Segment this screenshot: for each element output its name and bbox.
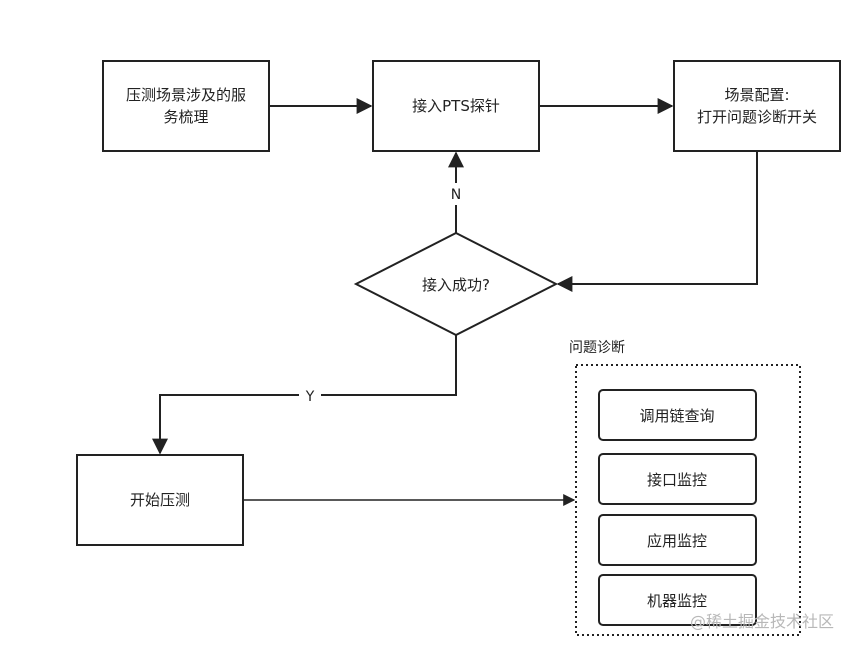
- node-decision-label: 接入成功?: [422, 276, 490, 294]
- diagnosis-item-machine-monitor-label: 机器监控: [647, 592, 707, 610]
- diagnosis-item-call-chain-label: 调用链查询: [639, 407, 714, 425]
- diagnosis-item-api-monitor: 接口监控: [598, 453, 757, 505]
- node-scene-config-line1: 场景配置:: [724, 86, 789, 104]
- node-scenario-review-line2: 务梳理: [163, 108, 208, 126]
- edge-config-to-decision: [556, 151, 758, 292]
- diagnosis-item-call-chain: 调用链查询: [598, 389, 757, 441]
- diagnosis-group: 问题诊断 调用链查询 接口监控 应用监控 机器监控: [569, 340, 801, 636]
- diagnosis-item-app-monitor: 应用监控: [598, 514, 757, 566]
- node-start-test: 开始压测: [76, 454, 244, 546]
- node-scenario-review-line1: 压测场景涉及的服: [126, 86, 246, 104]
- node-scene-config: 场景配置: 打开问题诊断开关: [673, 60, 841, 152]
- node-pts-probe: 接入PTS探针: [372, 60, 540, 152]
- diagnosis-group-title: 问题诊断: [569, 340, 625, 356]
- node-scene-config-line2: 打开问题诊断开关: [697, 108, 817, 126]
- edge-no-label: N: [451, 187, 461, 203]
- diagnosis-item-app-monitor-label: 应用监控: [647, 532, 707, 550]
- edge-yes-label: Y: [305, 389, 315, 405]
- edge-no-label-bg: [446, 183, 466, 205]
- node-start-test-label: 开始压测: [130, 491, 190, 509]
- node-scenario-review: 压测场景涉及的服 务梳理: [102, 60, 270, 152]
- node-decision: 接入成功?: [353, 231, 559, 337]
- node-pts-probe-label: 接入PTS探针: [412, 97, 500, 115]
- diagnosis-item-machine-monitor: 机器监控: [598, 574, 757, 626]
- watermark: @稀土掘金技术社区: [690, 612, 834, 631]
- diagnosis-item-api-monitor-label: 接口监控: [647, 471, 707, 489]
- edge-yes-label-bg: [299, 386, 321, 406]
